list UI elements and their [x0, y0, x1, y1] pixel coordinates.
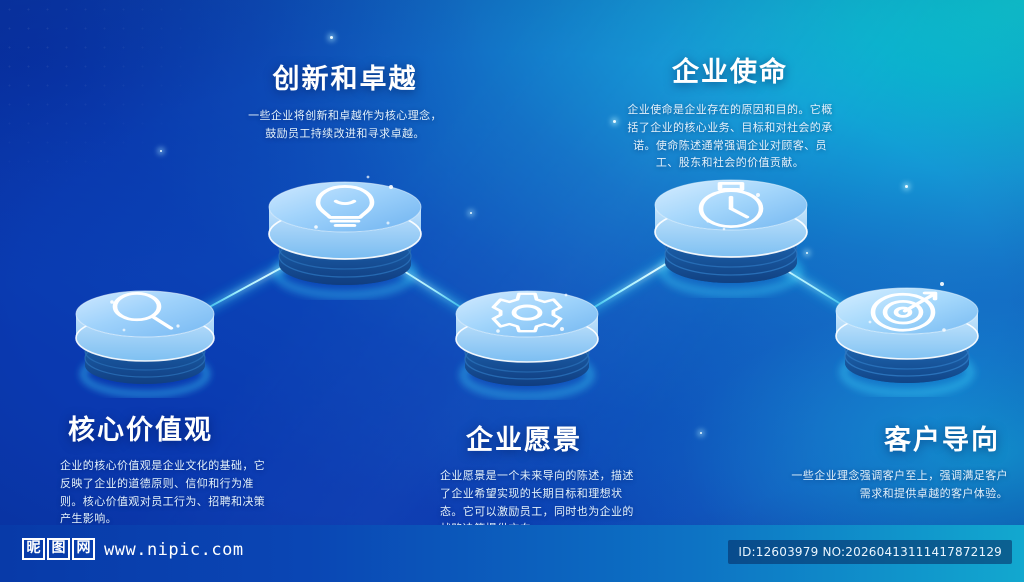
- desc-customer-oriented: 一些企业理念强调客户至上，强调满足客户需求和提供卓越的客户体验。: [791, 470, 1008, 500]
- logo-char-2: 图: [47, 538, 70, 560]
- title-innovation: 创新和卓越: [272, 64, 418, 94]
- sparkle-dot: [905, 185, 908, 188]
- disc-magnifier[interactable]: [60, 266, 230, 398]
- sparkle-dot: [160, 150, 162, 152]
- disc-lightbulb[interactable]: [252, 155, 438, 300]
- text-innovation: 创新和卓越 一些企业将创新和卓越作为核心理念，鼓励员工持续改进和寻求卓越。: [238, 57, 452, 144]
- node-customer-oriented[interactable]: [820, 262, 995, 397]
- logo-char-1: 昵: [22, 538, 45, 560]
- text-customer-oriented: 客户导向 一些企业理念强调客户至上，强调满足客户需求和提供卓越的客户体验。: [790, 418, 1008, 504]
- disc-stopwatch[interactable]: [638, 153, 824, 298]
- sparkle-dot: [806, 252, 808, 254]
- disc-target[interactable]: [820, 262, 995, 397]
- node-vision[interactable]: [440, 265, 615, 400]
- footer-bar: 昵 图 网 www.nipic.com ID:12603979 NO:20260…: [0, 525, 1024, 582]
- disc-gear[interactable]: [440, 265, 615, 400]
- sparkle-dot: [613, 120, 616, 123]
- sparkle-dot: [700, 432, 702, 434]
- title-customer-oriented: 客户导向: [884, 425, 1000, 455]
- desc-core-values: 企业的核心价值观是企业文化的基础，它反映了企业的道德原则、信仰和行为准则。核心价…: [60, 460, 266, 526]
- desc-innovation: 一些企业将创新和卓越作为核心理念，鼓励员工持续改进和寻求卓越。: [248, 110, 442, 140]
- node-mission[interactable]: [638, 153, 824, 298]
- node-core-values[interactable]: [60, 266, 230, 398]
- text-core-values: 核心价值观 企业的核心价值观是企业文化的基础，它反映了企业的道德原则、信仰和行为…: [60, 408, 272, 529]
- site-logo[interactable]: 昵 图 网 www.nipic.com: [22, 538, 244, 560]
- title-vision: 企业愿景: [466, 425, 582, 455]
- text-mission: 企业使命 企业使命是企业存在的原因和目的。它概括了企业的核心业务、目标和对社会的…: [620, 50, 840, 173]
- sparkle-dot: [470, 212, 472, 214]
- sparkle-dot: [330, 36, 333, 39]
- title-core-values: 核心价值观: [68, 415, 213, 445]
- logo-url: www.nipic.com: [104, 540, 244, 560]
- image-id-badge: ID:12603979 NO:20260413111417872129: [728, 540, 1012, 564]
- desc-mission: 企业使命是企业存在的原因和目的。它概括了企业的核心业务、目标和对社会的承诺。使命…: [627, 104, 833, 170]
- text-vision: 企业愿景 企业愿景是一个未来导向的陈述，描述了企业希望实现的长期目标和理想状态。…: [440, 418, 636, 539]
- node-innovation[interactable]: [252, 155, 438, 300]
- logo-char-3: 网: [72, 538, 95, 560]
- logo-chinese-chars: 昵 图 网: [22, 538, 95, 560]
- title-mission: 企业使命: [672, 57, 788, 87]
